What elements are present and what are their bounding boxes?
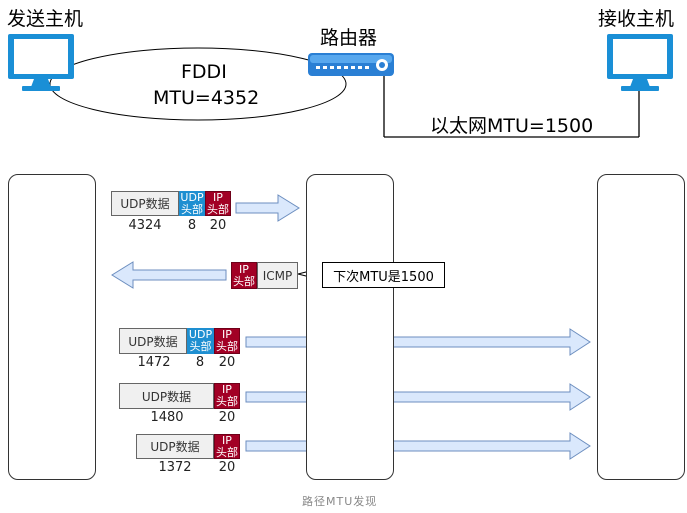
packet1-udp-size: 8: [187, 218, 197, 233]
arrow-right-3: [245, 383, 591, 411]
router-icon: [308, 53, 394, 76]
arrow-right-4: [245, 432, 591, 460]
fddi-label: FDDI: [181, 61, 227, 83]
computer-icon: [8, 34, 74, 91]
ethernet-mtu-label: 以太网MTU=1500: [430, 115, 594, 137]
packet3-udp-data: UDP数据: [119, 383, 214, 409]
arrow-right-1: [235, 194, 300, 222]
packet1-udp-data: UDP数据: [111, 191, 179, 216]
packet1-ip-size: 20: [209, 218, 227, 233]
packet3-data-size: 1480: [150, 410, 184, 425]
sender-panel: [8, 174, 96, 480]
figure-caption: 路径MTU发现: [302, 495, 378, 508]
packet1-data-size: 4324: [128, 218, 162, 233]
packet4-ip-size: 20: [218, 460, 236, 475]
packet2-ip-size: 20: [218, 355, 236, 370]
router-panel: [306, 174, 394, 480]
packet2-data-size: 1472: [137, 355, 171, 370]
packet3-ip-size: 20: [218, 410, 236, 425]
receiver-panel: [597, 174, 685, 480]
receiver-host-title: 接收主机: [598, 8, 675, 30]
router-title: 路由器: [320, 27, 378, 49]
fddi-mtu-label: MTU=4352: [153, 87, 260, 109]
packet2-udp-size: 8: [195, 355, 205, 370]
fddi-ring: [49, 47, 347, 121]
mtu-callout: 下次MTU是1500: [322, 262, 445, 288]
sender-host-title: 发送主机: [7, 8, 84, 30]
packet4-data-size: 1372: [158, 460, 192, 475]
packet2-udp-data: UDP数据: [119, 328, 187, 354]
arrow-right-2: [245, 328, 591, 356]
packet4-udp-data: UDP数据: [136, 434, 214, 459]
computer-icon: [607, 34, 673, 91]
icmp-message: ICMP: [257, 262, 298, 289]
arrow-left-icmp: [111, 261, 227, 289]
